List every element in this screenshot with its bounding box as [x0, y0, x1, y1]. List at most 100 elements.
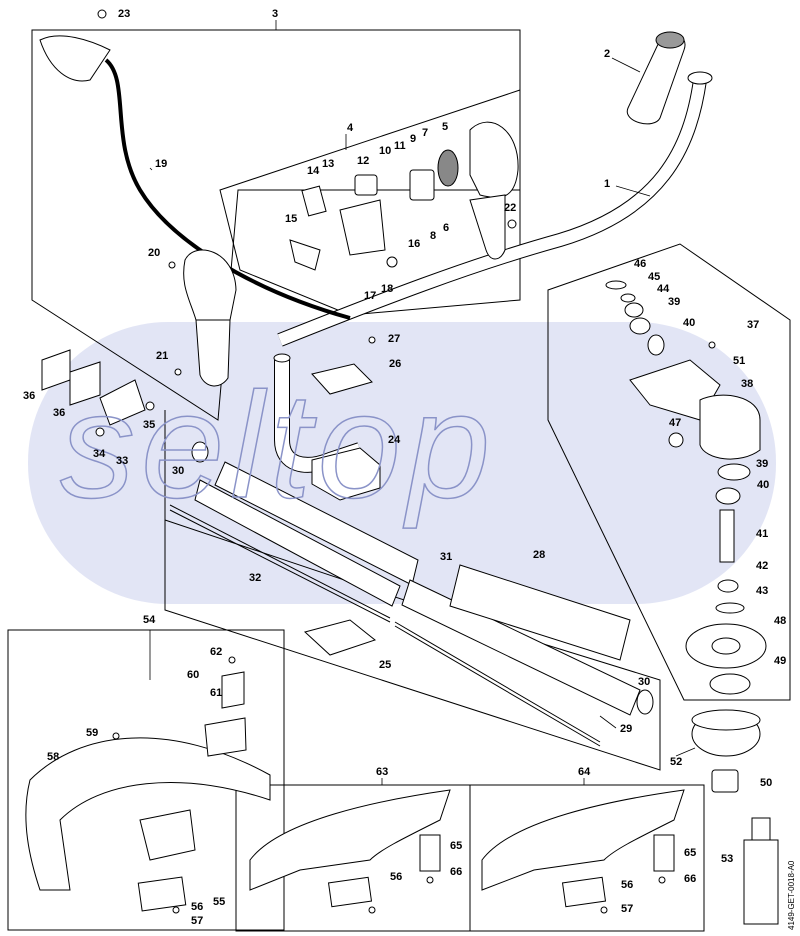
- callout-52: 52: [670, 756, 683, 768]
- callout-40a: 40: [683, 317, 696, 329]
- callout-51: 51: [733, 355, 746, 367]
- callout-47: 47: [669, 417, 682, 429]
- callout-40b: 40: [757, 479, 770, 491]
- callout-57b: 57: [621, 903, 634, 915]
- callout-18: 18: [381, 283, 394, 295]
- callout-42: 42: [756, 560, 769, 572]
- callout-48: 48: [774, 615, 787, 627]
- callout-38: 38: [741, 378, 754, 390]
- callout-3: 3: [272, 8, 279, 20]
- callout-20: 20: [148, 247, 161, 259]
- callout-15: 15: [285, 213, 298, 225]
- callout-64: 64: [578, 766, 591, 778]
- callout-19: 19: [155, 158, 168, 170]
- control-housing: [437, 121, 519, 260]
- callout-35: 35: [143, 419, 156, 431]
- callout-30b: 30: [638, 676, 651, 688]
- callout-43: 43: [756, 585, 769, 597]
- callout-26: 26: [389, 358, 402, 370]
- callout-60: 60: [187, 669, 200, 681]
- watermark-text: seltop: [59, 361, 497, 529]
- callout-36b: 36: [53, 407, 66, 419]
- callout-6: 6: [443, 222, 450, 234]
- frame-group-64: [469, 784, 705, 932]
- callout-36a: 36: [23, 390, 36, 402]
- tube-bend: [273, 353, 381, 501]
- frame-group-37: [547, 243, 791, 701]
- callout-50: 50: [760, 777, 773, 789]
- callout-46: 46: [634, 258, 647, 270]
- callout-8: 8: [430, 230, 437, 242]
- shaft-tube: [277, 71, 713, 347]
- callout-66a: 66: [450, 866, 463, 878]
- callout-53: 53: [721, 853, 734, 865]
- callout-49: 49: [774, 655, 787, 667]
- document-reference: 4149-GET-0018-A0: [787, 860, 796, 930]
- callout-41: 41: [756, 528, 769, 540]
- callout-10: 10: [379, 145, 392, 157]
- callout-7: 7: [422, 127, 429, 139]
- callout-23: 23: [118, 8, 131, 20]
- callout-45: 45: [648, 271, 661, 283]
- bracket-clamp: [303, 619, 377, 656]
- frame-group-3: [31, 29, 521, 421]
- callout-4: 4: [347, 122, 354, 134]
- callout-55: 55: [213, 896, 226, 908]
- control-parts: [289, 169, 517, 271]
- frame-group-4: [219, 89, 521, 316]
- callout-34: 34: [93, 448, 106, 460]
- screws: [97, 9, 716, 914]
- deflector-guard-64: [481, 789, 685, 908]
- callout-37: 37: [747, 319, 760, 331]
- leader-lines: [149, 20, 696, 785]
- callout-12: 12: [357, 155, 370, 167]
- callout-1: 1: [604, 178, 611, 190]
- callout-27: 27: [388, 333, 401, 345]
- callout-22: 22: [504, 202, 517, 214]
- callout-65b: 65: [684, 847, 697, 859]
- deflector-guard: [25, 671, 271, 912]
- callout-54: 54: [143, 614, 156, 626]
- callout-44: 44: [657, 283, 670, 295]
- callout-9: 9: [410, 133, 417, 145]
- callout-21: 21: [156, 350, 169, 362]
- frame-group-28: [164, 410, 661, 771]
- callout-56b: 56: [390, 871, 403, 883]
- callout-29: 29: [620, 723, 633, 735]
- callout-25: 25: [379, 659, 392, 671]
- callout-13: 13: [322, 158, 335, 170]
- callout-62: 62: [210, 646, 223, 658]
- callout-57a: 57: [191, 915, 204, 927]
- callout-24: 24: [388, 434, 401, 446]
- gear-head: [605, 280, 767, 793]
- loop-handle: [183, 249, 237, 387]
- frame-group-54: [7, 629, 285, 931]
- handle-grip: [626, 31, 686, 125]
- callout-59: 59: [86, 727, 99, 739]
- callout-17: 17: [364, 290, 377, 302]
- callout-63: 63: [376, 766, 389, 778]
- callout-31: 31: [440, 551, 453, 563]
- callout-39a: 39: [668, 296, 681, 308]
- callout-5: 5: [442, 121, 449, 133]
- callout-2: 2: [604, 48, 611, 60]
- callout-33: 33: [116, 455, 129, 467]
- callout-11: 11: [394, 140, 406, 152]
- callout-39b: 39: [756, 458, 769, 470]
- shaft-clamps: [41, 349, 155, 437]
- drive-shaft-tubes: [169, 441, 654, 747]
- callout-16: 16: [408, 238, 421, 250]
- warning-decal: [449, 564, 631, 661]
- callout-30a: 30: [172, 465, 185, 477]
- callout-61: 61: [210, 687, 223, 699]
- callout-66b: 66: [684, 873, 697, 885]
- callout-32: 32: [249, 572, 262, 584]
- callout-56a: 56: [191, 901, 204, 913]
- callout-58: 58: [47, 751, 60, 763]
- control-cable: [104, 58, 351, 320]
- callout-65a: 65: [450, 840, 463, 852]
- deflector-guard-63: [249, 789, 451, 908]
- callout-56c: 56: [621, 879, 634, 891]
